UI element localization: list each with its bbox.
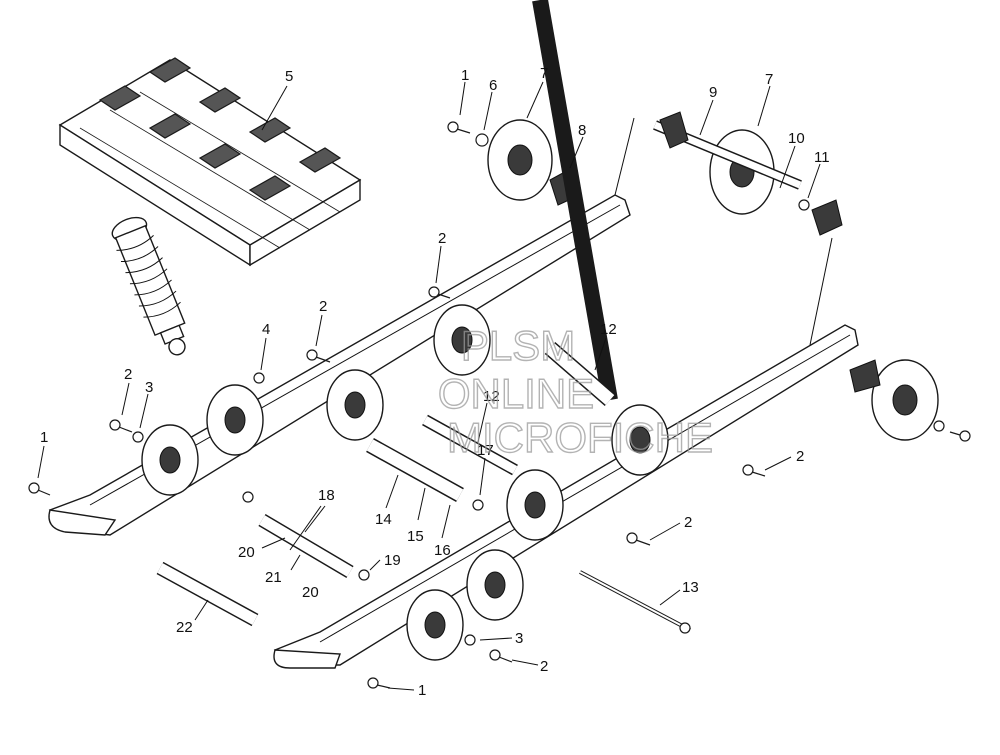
callout-17: 17 <box>477 442 494 459</box>
callout-2-b: 2 <box>319 298 327 315</box>
callout-10: 10 <box>788 130 805 147</box>
callout-2-d: 2 <box>796 448 804 465</box>
callout-18: 18 <box>318 487 335 504</box>
callout-16: 16 <box>434 542 451 559</box>
callout-13: 13 <box>682 579 699 596</box>
callout-21: 21 <box>265 569 282 586</box>
callout-14: 14 <box>375 511 392 528</box>
watermark-line-1: PLSM <box>461 322 575 369</box>
callout-7-left: 7 <box>540 65 548 82</box>
callout-7-right: 7 <box>765 71 773 88</box>
callout-labels: 1 6 7 8 9 7 10 11 5 2 2 4 12 2 3 1 12 17… <box>40 65 830 699</box>
callout-2-a: 2 <box>438 230 446 247</box>
callout-22: 22 <box>176 619 193 636</box>
callout-8: 8 <box>578 122 586 139</box>
callout-2-c: 2 <box>124 366 132 383</box>
callout-1-left: 1 <box>40 429 48 446</box>
spacer-right-rail <box>849 359 881 393</box>
callout-9: 9 <box>709 84 717 101</box>
axle-part-9 <box>653 111 802 190</box>
callout-4: 4 <box>262 321 270 338</box>
leader-lines <box>37 81 833 691</box>
callout-3-b: 3 <box>515 630 523 647</box>
callout-20-a: 20 <box>238 544 255 561</box>
callout-12-a: 12 <box>600 321 617 338</box>
fasteners <box>28 121 971 689</box>
callout-6: 6 <box>489 77 497 94</box>
callout-3-a: 3 <box>145 379 153 396</box>
right-rail <box>273 324 859 669</box>
wheel-7-left <box>487 119 553 201</box>
callout-1-top: 1 <box>461 67 469 84</box>
watermark-line-2: ONLINE <box>438 370 594 417</box>
spacer-part-11 <box>811 199 843 236</box>
callout-12-b: 12 <box>483 388 500 405</box>
shock-absorber <box>111 216 186 356</box>
callout-2-f: 2 <box>540 658 548 675</box>
callout-15: 15 <box>407 528 424 545</box>
track-part-5 <box>58 57 362 267</box>
callout-1-bottom: 1 <box>418 682 426 699</box>
callout-5: 5 <box>285 68 293 85</box>
idler-wheels <box>141 119 939 661</box>
cross-shafts <box>156 0 691 632</box>
callout-20-b: 20 <box>302 584 319 601</box>
callout-11: 11 <box>814 149 830 166</box>
watermark-line-3: MICROFICHE <box>447 414 713 461</box>
watermark: PLSM ONLINE MICROFICHE <box>437 321 714 461</box>
callout-2-e: 2 <box>684 514 692 531</box>
callout-19: 19 <box>384 552 401 569</box>
